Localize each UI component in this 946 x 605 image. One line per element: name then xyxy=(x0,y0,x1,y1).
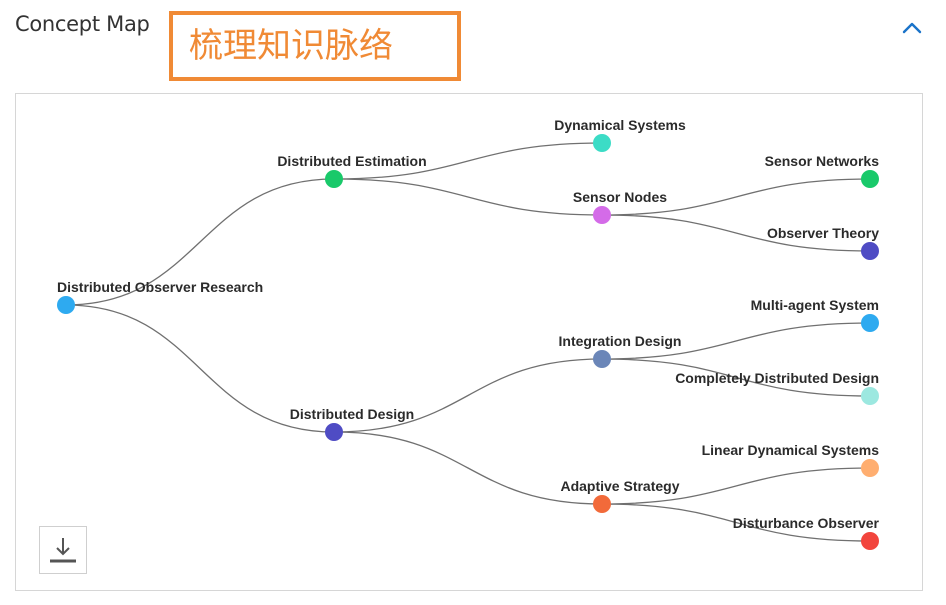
node-label-distributed-estimation[interactable]: Distributed Estimation xyxy=(277,153,426,169)
concept-map-panel xyxy=(15,93,923,591)
node-label-completely-distributed-design[interactable]: Completely Distributed Design xyxy=(675,370,879,386)
edge-integration-design xyxy=(333,358,603,433)
node-distributed-estimation[interactable] xyxy=(325,170,343,188)
node-label-distributed-design[interactable]: Distributed Design xyxy=(290,406,414,422)
chevron-up-icon xyxy=(902,22,922,34)
edge-adaptive-strategy xyxy=(333,431,603,505)
node-adaptive-strategy[interactable] xyxy=(593,495,611,513)
node-completely-distributed-design[interactable] xyxy=(861,387,879,405)
node-linear-dynamical-systems[interactable] xyxy=(861,459,879,477)
download-icon xyxy=(50,538,76,563)
edge-linear-dynamical-systems xyxy=(601,467,871,505)
node-distributed-observer-research[interactable] xyxy=(57,296,75,314)
download-button[interactable] xyxy=(39,526,87,574)
edge-distributed-estimation xyxy=(65,178,335,306)
node-label-adaptive-strategy[interactable]: Adaptive Strategy xyxy=(560,478,679,494)
edge-dynamical-systems xyxy=(333,142,603,180)
edge-completely-distributed-design xyxy=(601,358,871,397)
edge-sensor-nodes xyxy=(333,178,603,216)
node-label-integration-design[interactable]: Integration Design xyxy=(559,333,682,349)
node-multi-agent-system[interactable] xyxy=(861,314,879,332)
node-sensor-nodes[interactable] xyxy=(593,206,611,224)
annotation-callout: 梳理知识脉络 xyxy=(169,11,461,81)
edge-multi-agent-system xyxy=(601,322,871,360)
node-label-distributed-observer-research[interactable]: Distributed Observer Research xyxy=(57,279,263,295)
concept-map-title: Concept Map xyxy=(15,12,150,36)
node-label-observer-theory[interactable]: Observer Theory xyxy=(767,225,879,241)
node-integration-design[interactable] xyxy=(593,350,611,368)
edge-disturbance-observer xyxy=(601,503,871,542)
edge-distributed-design xyxy=(65,304,335,433)
node-label-dynamical-systems[interactable]: Dynamical Systems xyxy=(554,117,686,133)
node-dynamical-systems[interactable] xyxy=(593,134,611,152)
node-distributed-design[interactable] xyxy=(325,423,343,441)
edge-sensor-networks xyxy=(601,178,871,216)
node-observer-theory[interactable] xyxy=(861,242,879,260)
node-label-linear-dynamical-systems[interactable]: Linear Dynamical Systems xyxy=(702,442,880,458)
node-label-sensor-nodes[interactable]: Sensor Nodes xyxy=(573,189,667,205)
node-label-sensor-networks[interactable]: Sensor Networks xyxy=(765,153,880,169)
node-disturbance-observer[interactable] xyxy=(861,532,879,550)
node-sensor-networks[interactable] xyxy=(861,170,879,188)
collapse-button[interactable] xyxy=(898,14,926,42)
node-label-multi-agent-system[interactable]: Multi-agent System xyxy=(751,297,879,313)
edge-observer-theory xyxy=(601,214,871,252)
node-label-disturbance-observer[interactable]: Disturbance Observer xyxy=(733,515,880,531)
